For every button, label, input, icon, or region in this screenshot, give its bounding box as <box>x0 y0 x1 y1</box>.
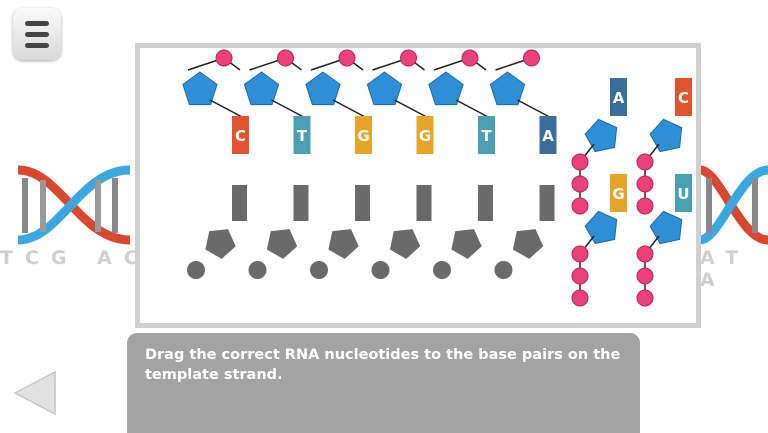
template-base <box>355 116 372 154</box>
phosphate-group <box>277 49 294 67</box>
rna-sugar[interactable] <box>649 210 683 245</box>
rna-phosphate[interactable] <box>636 153 654 171</box>
sugar-group <box>305 71 341 106</box>
template-base-label: G <box>419 127 431 145</box>
empty-sugar-slot <box>266 229 298 259</box>
rna-phosphate[interactable] <box>571 267 589 285</box>
phosphate-group <box>523 49 540 67</box>
phosphate-group <box>215 49 233 67</box>
rna-nucleotide-label: C <box>678 89 689 107</box>
empty-phosphate-slot <box>371 261 390 279</box>
rna-nucleotide-label: U <box>677 185 689 203</box>
empty-phosphate-slot <box>187 261 205 279</box>
template-base <box>539 116 557 154</box>
template-base <box>293 116 311 154</box>
back-button[interactable] <box>10 368 60 418</box>
empty-sugar-slot <box>389 229 421 259</box>
template-base-label: C <box>235 127 246 145</box>
sugar-group <box>489 71 526 106</box>
empty-base-slot[interactable] <box>478 185 493 221</box>
empty-phosphate-slot <box>310 261 328 279</box>
empty-phosphate-slot <box>433 261 451 279</box>
background-sequence-right: AT A <box>700 247 751 291</box>
hamburger-menu-icon-line <box>25 43 49 48</box>
rna-phosphate[interactable] <box>636 267 654 285</box>
sugar-group <box>428 71 464 106</box>
rna-nucleotide-c[interactable] <box>675 78 692 116</box>
base-link <box>271 99 306 119</box>
sugar-group <box>243 71 280 106</box>
background-sequence-left: TCG ACC <box>0 247 176 269</box>
rna-phosphate[interactable] <box>636 197 654 215</box>
phosphate-group <box>400 49 417 67</box>
rna-sugar[interactable] <box>584 210 618 245</box>
rna-nucleotide-a[interactable] <box>610 78 627 116</box>
base-link <box>209 99 245 119</box>
sugar-group <box>182 71 218 106</box>
hamburger-menu-icon <box>25 21 49 26</box>
empty-base-slot[interactable] <box>232 185 247 221</box>
template-base <box>232 116 249 154</box>
sugar-group <box>366 71 403 106</box>
rna-nucleotide-label: A <box>613 89 625 107</box>
hamburger-menu-icon-line <box>25 32 49 37</box>
base-link <box>332 99 368 119</box>
base-link <box>517 99 552 119</box>
rna-phosphate[interactable] <box>636 289 654 307</box>
base-link <box>394 99 429 119</box>
back-arrow-icon <box>13 370 56 416</box>
transcription-activity-panel: C T G G T A A C G U <box>135 43 701 328</box>
template-base <box>478 116 495 154</box>
base-link <box>455 99 491 119</box>
rna-nucleotide-label: G <box>612 185 624 203</box>
phosphate-group <box>461 49 479 67</box>
template-base-label: A <box>542 127 554 145</box>
rna-phosphate[interactable] <box>571 245 589 263</box>
empty-sugar-slot <box>451 229 482 259</box>
template-base-label: G <box>357 127 369 145</box>
menu-button[interactable] <box>13 8 61 60</box>
empty-base-slot[interactable] <box>416 185 432 221</box>
rna-phosphate[interactable] <box>571 197 589 215</box>
instructions-panel: Drag the correct RNA nucleotides to the … <box>127 333 640 433</box>
instructions-text: Drag the correct RNA nucleotides to the … <box>145 347 621 383</box>
rna-nucleotide-g[interactable] <box>610 174 627 212</box>
empty-sugar-slot <box>328 229 359 259</box>
empty-phosphate-slot <box>248 261 267 279</box>
empty-sugar-slot <box>512 229 544 259</box>
empty-sugar-slot <box>205 229 236 259</box>
rna-nucleotide-u[interactable] <box>675 174 692 212</box>
rna-phosphate[interactable] <box>571 175 589 193</box>
rna-phosphate[interactable] <box>636 175 654 193</box>
rna-sugar[interactable] <box>649 118 683 153</box>
empty-base-slot[interactable] <box>355 185 370 221</box>
template-base <box>416 116 434 154</box>
rna-sugar[interactable] <box>584 118 618 153</box>
template-base-label: T <box>297 127 308 145</box>
empty-base-slot[interactable] <box>293 185 309 221</box>
activity-scene: C T G G T A A C G U <box>182 49 692 307</box>
phosphate-group <box>338 49 356 67</box>
empty-base-slot[interactable] <box>539 185 555 221</box>
rna-phosphate[interactable] <box>636 245 654 263</box>
rna-phosphate[interactable] <box>571 289 589 307</box>
template-base-label: T <box>481 127 492 145</box>
empty-phosphate-slot <box>494 261 513 279</box>
rna-phosphate[interactable] <box>571 153 589 171</box>
